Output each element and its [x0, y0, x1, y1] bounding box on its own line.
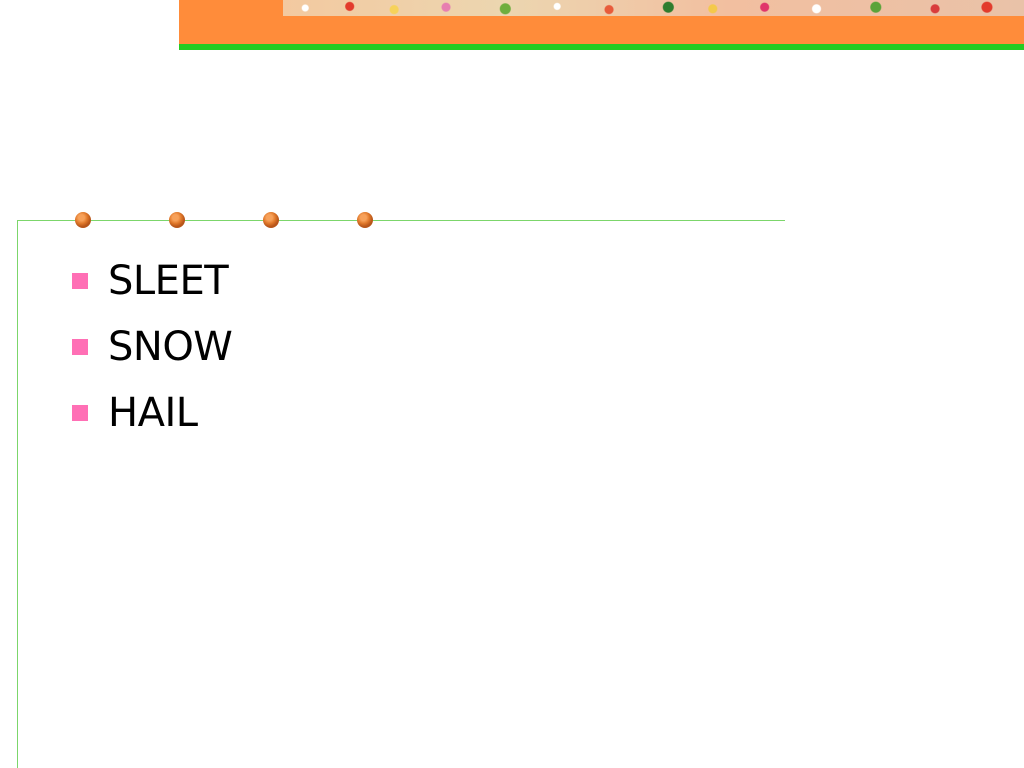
frame-left-line	[17, 220, 18, 768]
square-bullet-icon	[72, 339, 88, 355]
square-bullet-icon	[72, 273, 88, 289]
circle-dot-icon	[357, 212, 373, 228]
square-bullet-icon	[72, 405, 88, 421]
list-item: HAIL	[72, 380, 232, 446]
bullet-text: SLEET	[108, 258, 229, 304]
flower-banner-image	[283, 0, 1024, 16]
frame-top-line	[17, 220, 785, 221]
circle-dot-icon	[169, 212, 185, 228]
bullet-list: SLEET SNOW HAIL	[72, 248, 233, 446]
bullet-text: HAIL	[108, 390, 198, 436]
circle-dot-icon	[263, 212, 279, 228]
list-item: SNOW	[72, 314, 233, 380]
bullet-text: SNOW	[108, 324, 233, 370]
list-item: SLEET	[72, 248, 232, 314]
header-stripe	[179, 44, 1024, 50]
circle-dot-icon	[75, 212, 91, 228]
